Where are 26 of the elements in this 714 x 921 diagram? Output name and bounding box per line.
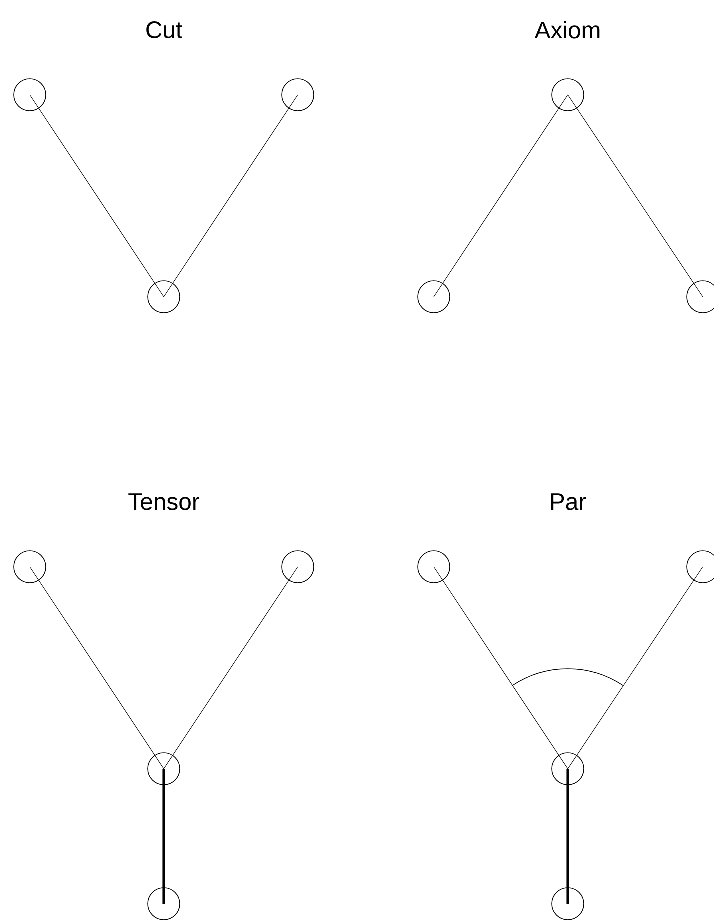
- port-circle: [418, 280, 450, 314]
- link-line: [434, 94, 568, 298]
- link-line: [164, 94, 298, 298]
- link-line: [164, 566, 298, 770]
- link-line: [434, 566, 568, 770]
- port-circle: [148, 888, 180, 920]
- port-circle: [14, 78, 46, 112]
- link-line: [30, 94, 164, 298]
- link-line: [568, 94, 704, 298]
- panel-title: Par: [551, 494, 586, 510]
- port-circle: [148, 752, 180, 786]
- port-circle: [148, 280, 180, 314]
- port-circle: [14, 550, 46, 584]
- link-line: [162, 769, 166, 904]
- link-line: [568, 566, 704, 770]
- port-circle: [282, 550, 314, 584]
- link-line: [566, 769, 570, 904]
- port-circle: [552, 888, 584, 920]
- panel-title: Axiom: [534, 21, 600, 39]
- port-circle: [282, 78, 314, 112]
- port-circle: [418, 550, 450, 584]
- panel-title: Cut: [146, 22, 182, 38]
- port-circle: [552, 78, 584, 112]
- port-circle: [552, 752, 584, 786]
- link-line: [30, 566, 164, 770]
- panel-title: Tensor: [128, 494, 200, 510]
